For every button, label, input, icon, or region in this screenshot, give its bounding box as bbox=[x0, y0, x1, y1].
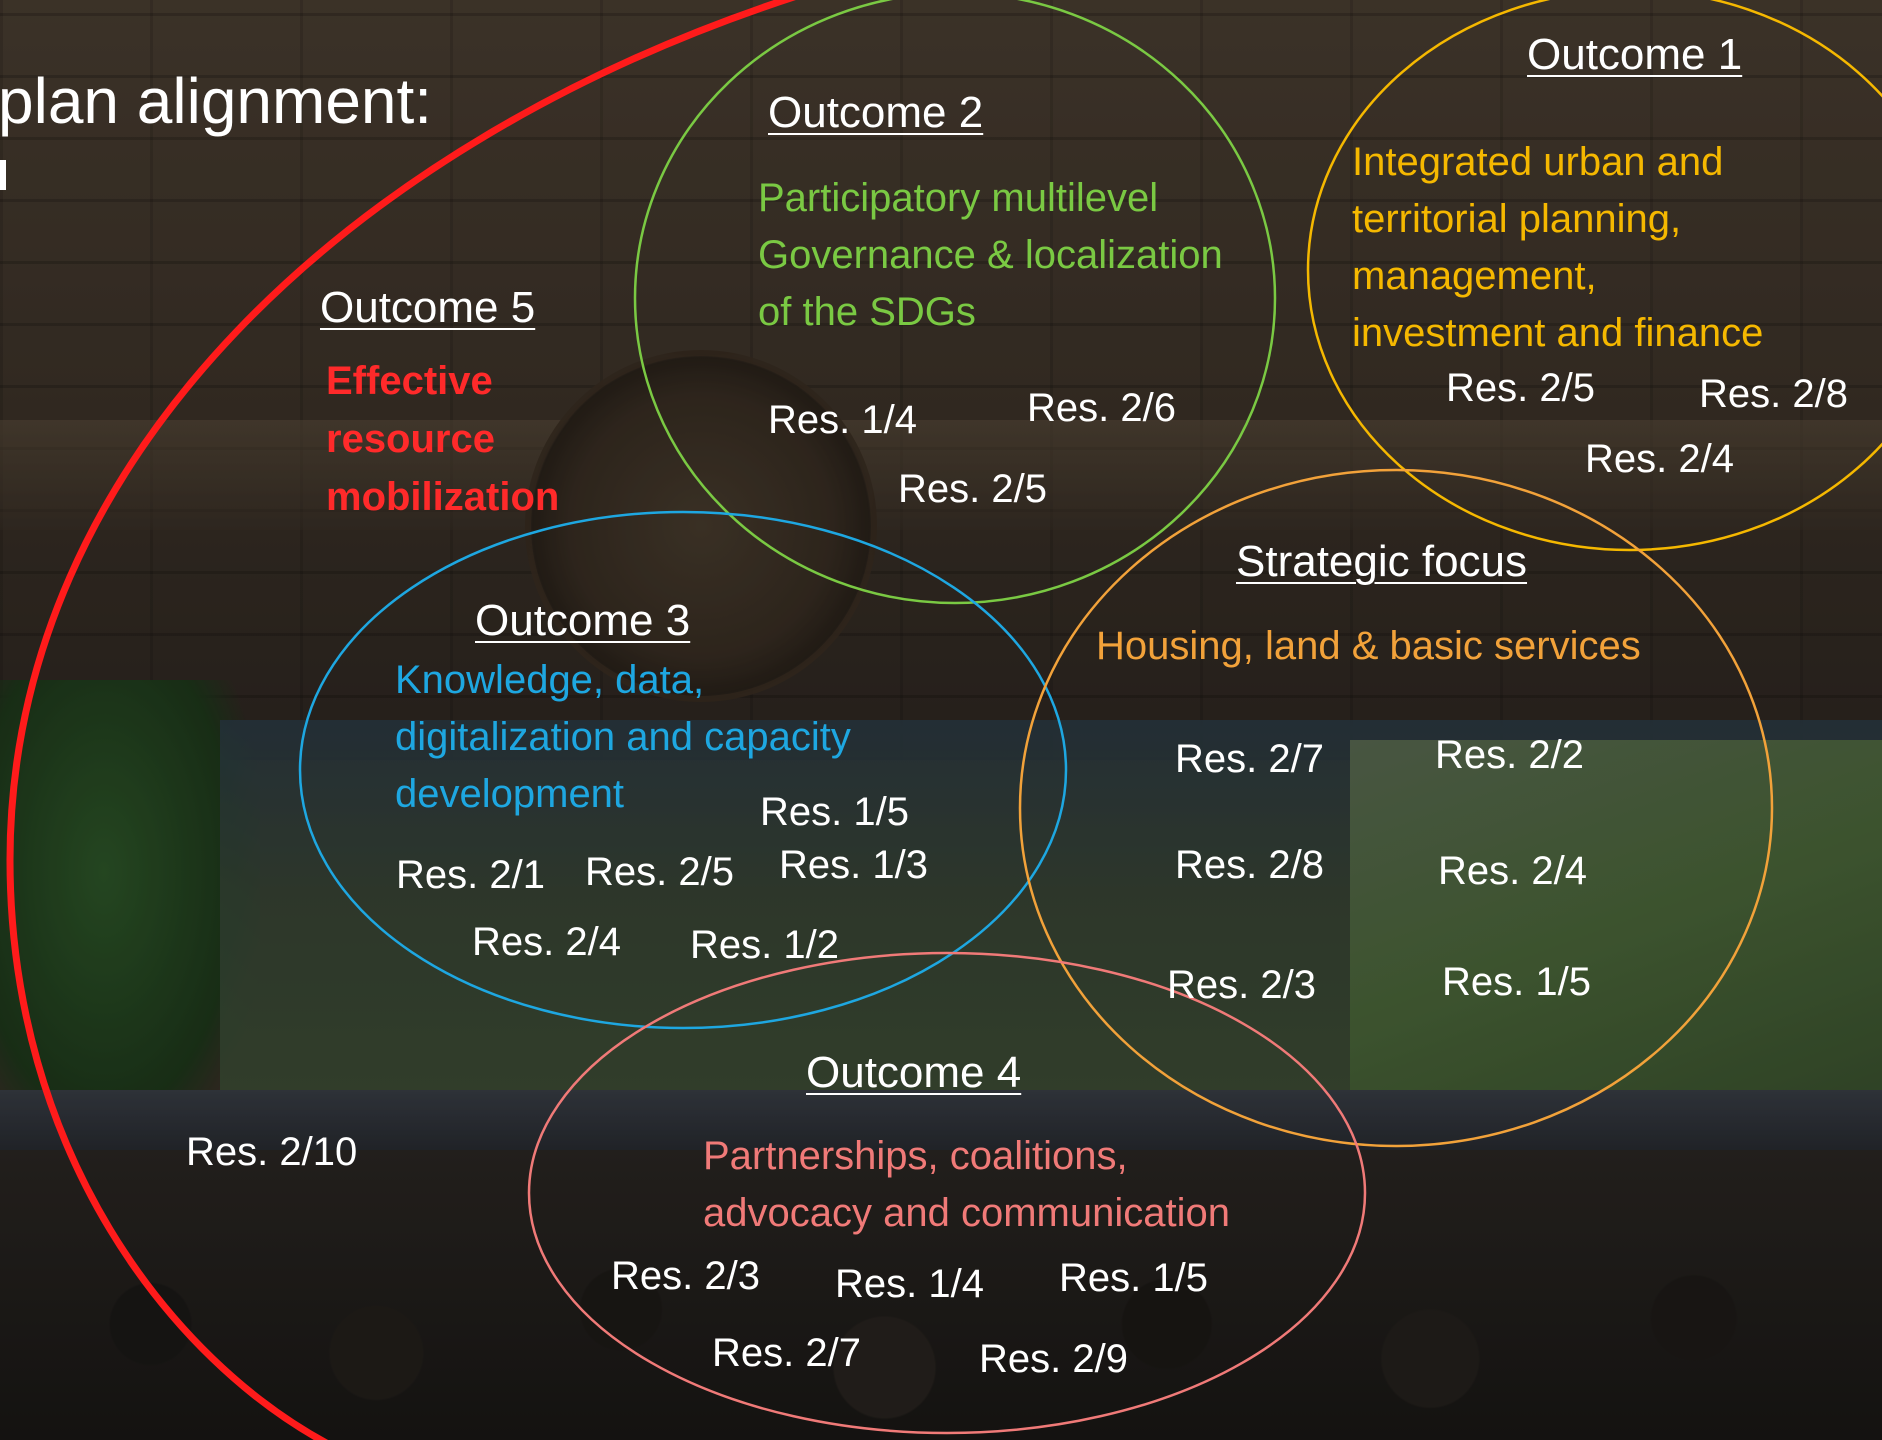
strategic-focus-ellipse bbox=[1018, 468, 1774, 1148]
outcome3-resolution: Res. 2/5 bbox=[585, 850, 734, 894]
un-emblem bbox=[525, 350, 877, 702]
outcome3-resolution: Res. 2/4 bbox=[472, 920, 621, 964]
outcome4-ellipse bbox=[527, 951, 1367, 1435]
strategic-focus-resolution: Res. 2/3 bbox=[1167, 963, 1316, 1007]
strategic-focus-resolution: Res. 2/4 bbox=[1438, 849, 1587, 893]
title-cursor-mark bbox=[0, 160, 6, 190]
background-wall bbox=[0, 0, 1882, 760]
outcome1-desc-line: management, bbox=[1352, 254, 1597, 298]
outcome3-resolution: Res. 1/3 bbox=[779, 843, 928, 887]
outcome4-desc-line: advocacy and communication bbox=[703, 1191, 1230, 1235]
outcome1-desc-line: investment and finance bbox=[1352, 311, 1764, 355]
outcome4-resolution: Res. 2/9 bbox=[979, 1337, 1128, 1381]
outcome4-resolution: Res. 1/5 bbox=[1059, 1256, 1208, 1300]
outcome1-resolution: Res. 2/4 bbox=[1585, 437, 1734, 481]
outcome5-desc-line: Effective bbox=[326, 359, 493, 403]
outcome5-resolution: Res. 2/10 bbox=[186, 1130, 358, 1174]
outcome2-resolution: Res. 2/6 bbox=[1027, 386, 1176, 430]
outcome1-resolution: Res. 2/5 bbox=[1446, 366, 1595, 410]
outcome1-ellipse bbox=[1306, 0, 1882, 552]
outcome1-resolution: Res. 2/8 bbox=[1699, 372, 1848, 416]
outcome2-desc-line: of the SDGs bbox=[758, 290, 976, 334]
outcome1-desc-line: territorial planning, bbox=[1352, 197, 1682, 241]
outcome2-heading: Outcome 2 bbox=[768, 88, 984, 137]
outcome3-desc-line: digitalization and capacity bbox=[395, 715, 851, 759]
outcome3-resolution: Res. 1/5 bbox=[760, 790, 909, 834]
outcome2-desc-line: Governance & localization bbox=[758, 233, 1223, 277]
outcome4-resolution: Res. 1/4 bbox=[835, 1262, 984, 1306]
outcome3-desc-line: Knowledge, data, bbox=[395, 658, 705, 702]
outcome3-heading: Outcome 3 bbox=[475, 596, 691, 645]
slide-title: plan alignment: bbox=[0, 65, 433, 137]
strategic-focus-resolution: Res. 2/8 bbox=[1175, 843, 1324, 887]
outcome4-desc-line: Partnerships, coalitions, bbox=[703, 1134, 1128, 1178]
outcome3-desc-line: development bbox=[395, 772, 625, 816]
background-panel-table bbox=[0, 1090, 1882, 1150]
strategic-focus-heading: Strategic focus bbox=[1236, 537, 1528, 586]
strategic-focus-desc-line: Housing, land & basic services bbox=[1096, 624, 1641, 668]
strategic-focus-resolution: Res. 2/2 bbox=[1435, 733, 1584, 777]
background-audience bbox=[0, 1150, 1882, 1440]
outcome2-resolution: Res. 2/5 bbox=[898, 467, 1047, 511]
outcome1-heading: Outcome 1 bbox=[1527, 30, 1743, 79]
background-ledge bbox=[0, 420, 1882, 530]
outcome5-desc-line: resource bbox=[326, 417, 495, 461]
outcome5-desc-line: mobilization bbox=[326, 475, 560, 519]
outcome1-desc-line: Integrated urban and bbox=[1352, 140, 1724, 184]
outcome2-resolution: Res. 1/4 bbox=[768, 398, 917, 442]
outcome3-resolution: Res. 1/2 bbox=[690, 923, 839, 967]
outcome4-resolution: Res. 2/7 bbox=[712, 1331, 861, 1375]
strategic-focus-resolution: Res. 1/5 bbox=[1442, 960, 1591, 1004]
outcome4-resolution: Res. 2/3 bbox=[611, 1254, 760, 1298]
outcome4-heading: Outcome 4 bbox=[806, 1048, 1022, 1097]
strategic-focus-resolution: Res. 2/7 bbox=[1175, 737, 1324, 781]
outcome2-desc-line: Participatory multilevel bbox=[758, 176, 1159, 220]
outcome3-ellipse bbox=[298, 510, 1068, 1030]
outer-red-arc bbox=[6, 0, 797, 1440]
outcome3-resolution: Res. 2/1 bbox=[396, 853, 545, 897]
background-screen-landscape bbox=[1350, 740, 1882, 1100]
outcome2-ellipse bbox=[633, 0, 1277, 605]
outcome5-heading: Outcome 5 bbox=[320, 283, 536, 332]
